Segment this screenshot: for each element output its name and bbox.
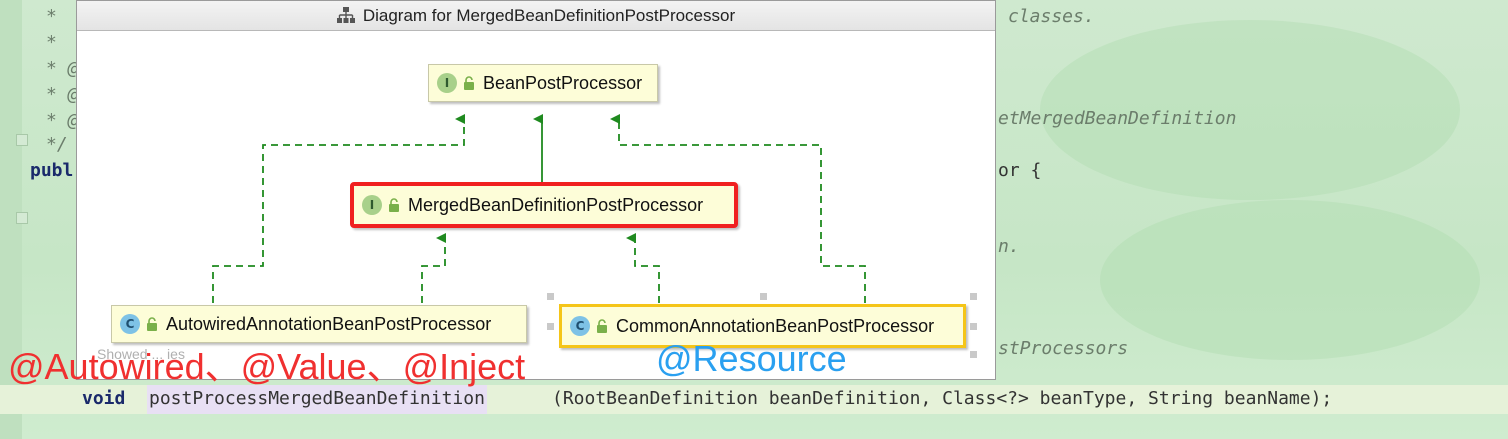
implements-edge	[626, 233, 660, 303]
node-label: BeanPostProcessor	[483, 72, 643, 93]
hierarchy-diagram-icon	[336, 7, 355, 23]
lock-icon	[389, 198, 399, 212]
node-autowired-annotation-bean-post-processor[interactable]: C AutowiredAnnotationBeanPostProcessor	[111, 305, 527, 343]
comment-text: * @	[46, 84, 79, 105]
class-icon: C	[570, 316, 590, 336]
background-blob	[1100, 200, 1480, 360]
node-common-annotation-bean-post-processor[interactable]: C CommonAnnotationBeanPostProcessor	[559, 304, 966, 348]
implements-edge	[421, 233, 446, 303]
comment-text: * @	[46, 110, 79, 131]
diagram-title: Diagram for MergedBeanDefinitionPostProc…	[362, 6, 736, 25]
annotation-autowired: @Autowired、@Value、@Inject	[8, 346, 526, 387]
lock-icon	[597, 319, 607, 333]
node-label: AutowiredAnnotationBeanPostProcessor	[166, 313, 492, 334]
void-keyword: void	[82, 388, 126, 409]
comment-text: * @	[46, 58, 79, 79]
diagram-edges	[212, 114, 866, 303]
fold-icon[interactable]	[16, 212, 28, 224]
comment-text: */	[46, 134, 68, 155]
comment-text: stProcessors	[998, 338, 1129, 359]
selection-handle[interactable]	[970, 293, 977, 300]
current-code-line[interactable]: void postProcessMergedBeanDefinition (Ro…	[0, 385, 1508, 414]
selection-handle[interactable]	[760, 293, 767, 300]
diagram-popup[interactable]: Diagram for MergedBeanDefinitionPostProc…	[76, 0, 996, 380]
implements-edge	[610, 114, 866, 303]
method-parameters: (RootBeanDefinition beanDefinition, Clas…	[552, 388, 1333, 409]
node-label: MergedBeanDefinitionPostProcessor	[408, 194, 704, 215]
method-name[interactable]: postProcessMergedBeanDefinition	[147, 385, 487, 414]
comment-text: etMergedBeanDefinition	[998, 108, 1237, 129]
keyword-text: publ	[30, 160, 74, 181]
comment-text: *	[46, 6, 57, 27]
diagram-hint-text: Showed ... ies	[97, 346, 185, 362]
selection-handle[interactable]	[970, 323, 977, 330]
class-icon: C	[120, 314, 140, 334]
lock-icon	[147, 317, 157, 331]
selection-handle[interactable]	[547, 323, 554, 330]
node-merged-bean-definition-post-processor[interactable]: I MergedBeanDefinitionPostProcessor	[350, 182, 738, 228]
fold-icon[interactable]	[16, 134, 28, 146]
lock-icon	[464, 76, 474, 90]
comment-text: n.	[998, 236, 1020, 257]
code-text: or {	[998, 160, 1042, 181]
implements-edge	[212, 114, 465, 303]
background-blob	[1040, 20, 1460, 200]
interface-icon: I	[437, 73, 457, 93]
diagram-titlebar[interactable]: Diagram for MergedBeanDefinitionPostProc…	[77, 1, 995, 31]
node-label: CommonAnnotationBeanPostProcessor	[616, 315, 935, 336]
comment-text: *	[46, 32, 57, 53]
annotation-resource: @Resource	[656, 338, 847, 379]
selection-handle[interactable]	[970, 351, 977, 358]
node-bean-post-processor[interactable]: I BeanPostProcessor	[428, 64, 658, 102]
selection-handle[interactable]	[547, 293, 554, 300]
interface-icon: I	[362, 195, 382, 215]
comment-text: classes.	[1008, 6, 1095, 27]
